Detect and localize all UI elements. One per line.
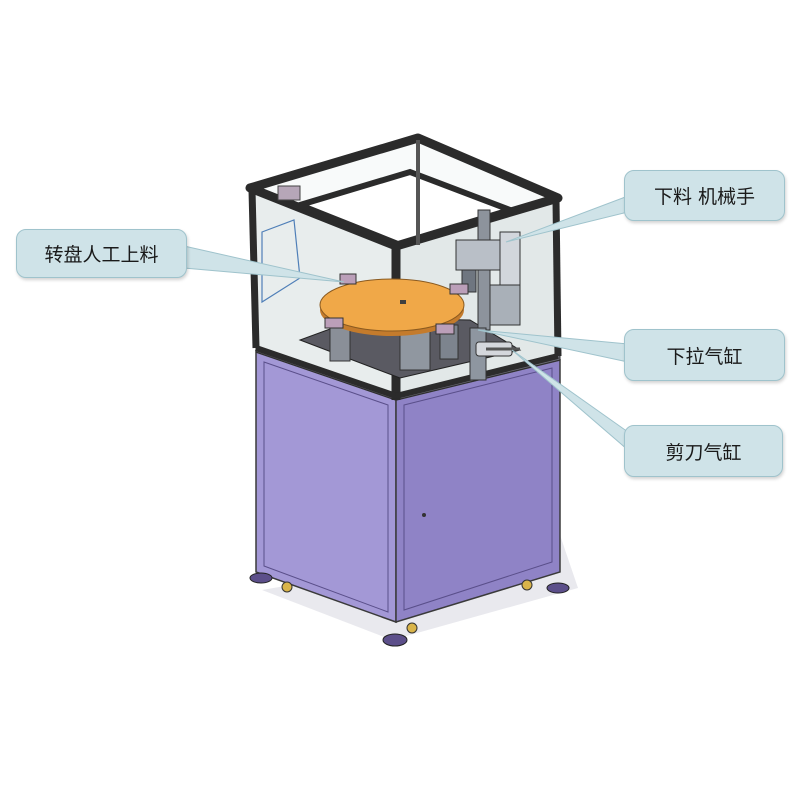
callout-turntable-manual-loading: 转盘人工上料	[16, 229, 187, 278]
callout-unloading-robot: 下料 机械手	[624, 170, 785, 221]
callout-label: 下拉气缸	[666, 345, 743, 368]
robot-support	[489, 284, 521, 326]
turntable-column	[329, 324, 351, 362]
door-handle	[422, 513, 426, 517]
cabinet-left-door	[263, 361, 389, 613]
turntable-fixture	[339, 273, 357, 285]
caster-wheel	[281, 581, 293, 593]
foot	[249, 572, 273, 584]
foot	[546, 582, 570, 594]
control-box	[277, 185, 301, 201]
interior	[261, 209, 522, 381]
caster-wheel	[521, 579, 533, 591]
turntable-fixture	[435, 323, 455, 335]
callout-pull-down-cylinder: 下拉气缸	[624, 329, 785, 381]
foot	[382, 633, 408, 647]
turntable-fixture	[324, 317, 344, 329]
callout-label: 剪刀气缸	[665, 441, 742, 464]
callout-leaders	[183, 195, 629, 452]
turntable-center-marker	[400, 300, 406, 304]
cabinet-feet	[249, 572, 570, 647]
frame-bottom	[255, 345, 397, 399]
turntable-disk	[319, 278, 465, 332]
turntable-column	[399, 329, 431, 371]
top-frame-inner	[290, 168, 520, 248]
callout-cutter-cylinder: 剪刀气缸	[624, 425, 783, 477]
caster-wheel	[406, 622, 418, 634]
callout-label: 转盘人工上料	[44, 244, 159, 266]
cabinet-right-door	[403, 367, 553, 611]
turntable-fixture	[449, 283, 469, 295]
callout-label: 下料 机械手	[653, 186, 756, 208]
